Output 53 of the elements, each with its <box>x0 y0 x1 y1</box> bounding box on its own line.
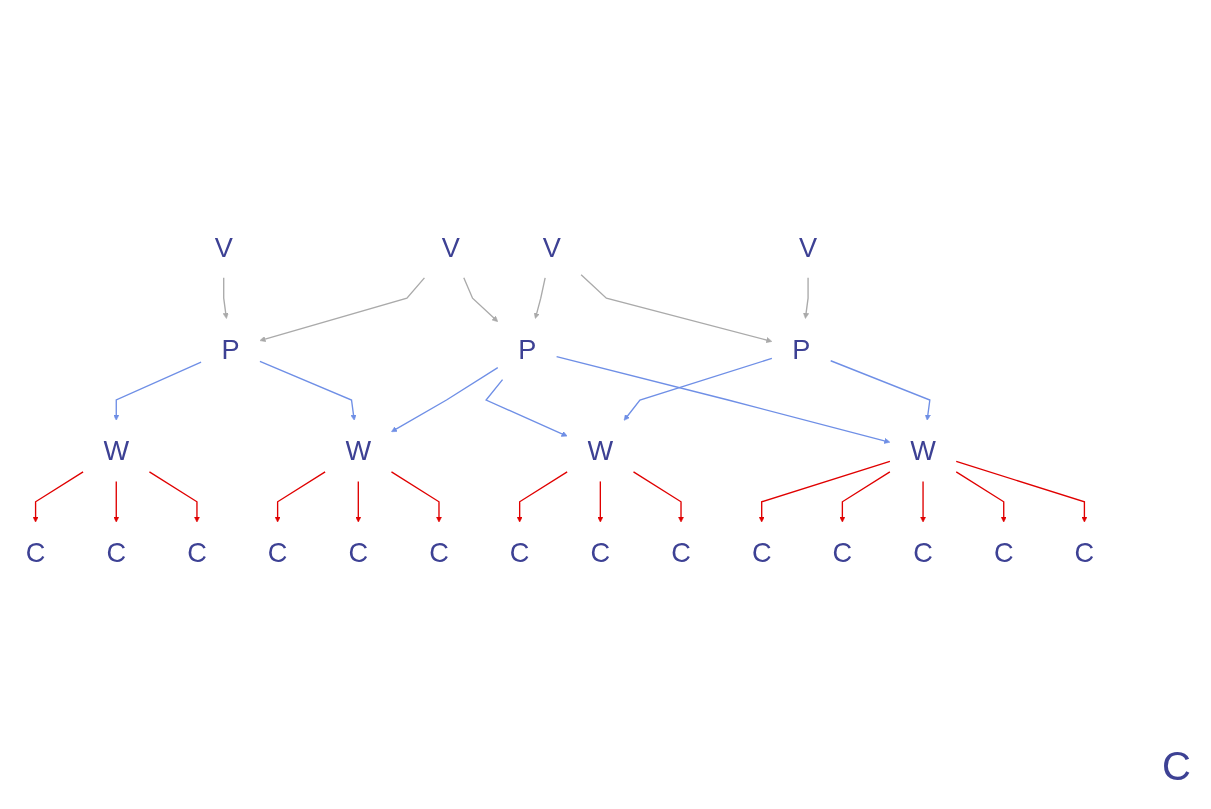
arrow <box>32 471 84 523</box>
node-text: V <box>214 232 233 263</box>
arrow <box>113 361 202 421</box>
arrow <box>623 357 773 421</box>
arrow <box>803 277 810 319</box>
arrow <box>516 471 568 523</box>
node-text: V <box>441 232 460 263</box>
node-text: C <box>671 537 691 568</box>
node-text: C <box>348 537 369 568</box>
node-text: V <box>799 232 818 263</box>
node-text: C <box>25 537 46 568</box>
letter-label: C <box>1162 744 1191 789</box>
node-text: C <box>993 537 1014 568</box>
node-text: C <box>590 537 611 568</box>
node-text: W <box>345 435 372 466</box>
arrow <box>533 277 546 319</box>
arrow <box>920 480 927 523</box>
node-text: V <box>542 232 561 263</box>
arrow <box>955 460 1088 523</box>
node-text: C <box>1074 537 1095 568</box>
arrow <box>148 471 200 523</box>
arrow <box>758 460 891 523</box>
arrow <box>113 480 120 523</box>
node-text: C <box>832 537 853 568</box>
arrow <box>391 367 499 433</box>
arrow <box>632 471 684 523</box>
node-text: C <box>751 537 772 568</box>
arrow <box>830 360 931 421</box>
arrow <box>355 480 362 523</box>
arrow <box>259 360 357 421</box>
arrow <box>274 471 326 523</box>
node-text: P <box>792 334 811 365</box>
node-text: W <box>587 435 614 466</box>
arrow <box>597 480 604 523</box>
arrow <box>463 277 499 322</box>
node-text: W <box>910 435 936 466</box>
node-text: P <box>221 334 240 365</box>
node-text: C <box>106 537 127 568</box>
arrow <box>955 471 1007 523</box>
node-text: C <box>913 537 933 568</box>
node-text: C <box>267 537 288 568</box>
arrow <box>485 378 568 437</box>
arrow <box>222 277 229 319</box>
node-text: P <box>518 334 537 365</box>
arrow <box>390 471 442 523</box>
node-text: W <box>103 435 130 466</box>
node-text: C <box>509 537 530 568</box>
arrow <box>555 355 891 444</box>
arrow <box>580 274 773 343</box>
node-text: C <box>429 537 449 568</box>
arrow <box>259 277 426 342</box>
node-text: C <box>187 537 207 568</box>
arrow <box>839 471 891 523</box>
